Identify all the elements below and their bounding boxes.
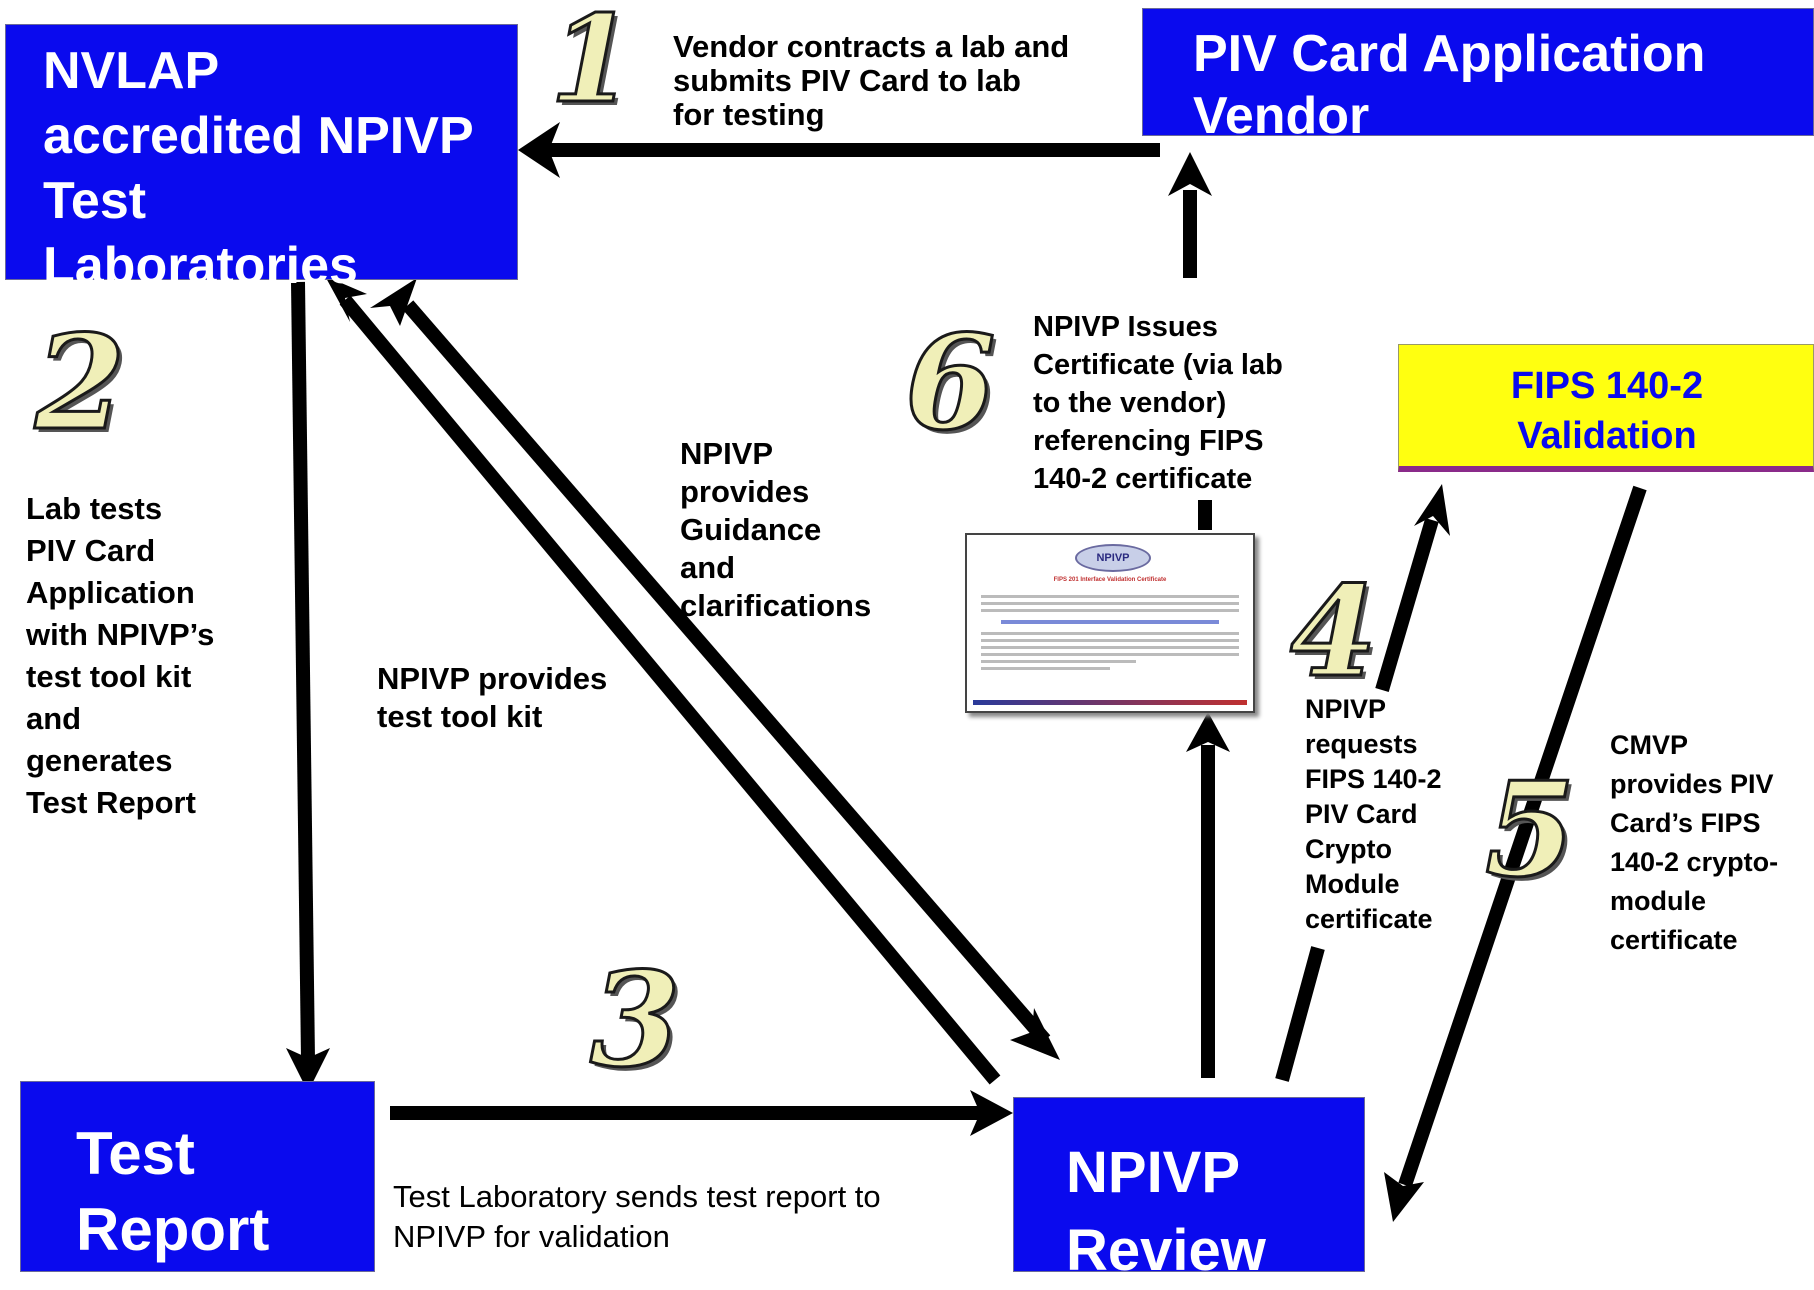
step3-label: Test Laboratory sends test report to NPI… (393, 1179, 881, 1254)
step4-label: NPIVP requests FIPS 140-2 PIV Card Crypt… (1305, 694, 1442, 934)
step1-label: Vendor contracts a lab and submits PIV C… (673, 29, 1070, 132)
certificate-footer-band (973, 700, 1247, 705)
test-report-label: Test Report (76, 1120, 270, 1263)
vendor-label: PIV Card Application Vendor (1193, 25, 1706, 145)
step5-label: CMVP provides PIV Card’s FIPS 140-2 cryp… (1610, 730, 1779, 955)
certificate-body (981, 595, 1239, 674)
step-number-1: 1 (549, 0, 635, 130)
toolkit-label: NPIVP provides test tool kit (377, 661, 608, 734)
arrow-lab-to-review-guidance (370, 278, 1060, 1060)
nvlap-lab-box: NVLAP accredited NPIVP Test Laboratories (5, 24, 518, 295)
arrow-certificate-to-vendor (1168, 152, 1212, 530)
nvlap-lab-label: NVLAP accredited NPIVP Test Laboratories (43, 42, 474, 295)
arrow-fips-to-review (1384, 485, 1647, 1222)
fips-validation-box: FIPS 140-2 Validation (1398, 344, 1814, 472)
npivp-review-label: NPIVP Review (1066, 1140, 1266, 1283)
step-number-6: 6 (903, 306, 996, 459)
arrow-lab-to-report (286, 281, 330, 1092)
step-number-2: 2 (33, 306, 126, 459)
certificate-logo: NPIVP (1075, 544, 1151, 572)
step-number-5: 5 (1483, 753, 1576, 906)
certificate-image: NPIVP FIPS 201 Interface Validation Cert… (965, 533, 1255, 713)
arrow-review-to-fips (1275, 484, 1450, 1082)
certificate-title: FIPS 201 Interface Validation Certificat… (1053, 577, 1167, 583)
test-report-box: Test Report (20, 1081, 375, 1272)
step-number-3: 3 (588, 943, 681, 1096)
step2-label: Lab tests PIV Card Application with NPIV… (26, 491, 215, 820)
arrow-vendor-to-lab (518, 122, 1160, 178)
step6-label: NPIVP Issues Certificate (via lab to the… (1033, 311, 1283, 495)
guidance-label: NPIVP provides Guidance and clarificatio… (680, 436, 872, 623)
arrow-report-to-review (390, 1090, 1013, 1136)
fips-validation-label: FIPS 140-2 Validation (1510, 365, 1704, 457)
arrow-review-to-lab-toolkit (325, 276, 1001, 1085)
npivp-review-box: NPIVP Review (1013, 1097, 1365, 1283)
vendor-box: PIV Card Application Vendor (1142, 8, 1814, 145)
arrow-review-to-certificate (1186, 712, 1230, 1078)
step-number-4: 4 (1289, 559, 1379, 705)
